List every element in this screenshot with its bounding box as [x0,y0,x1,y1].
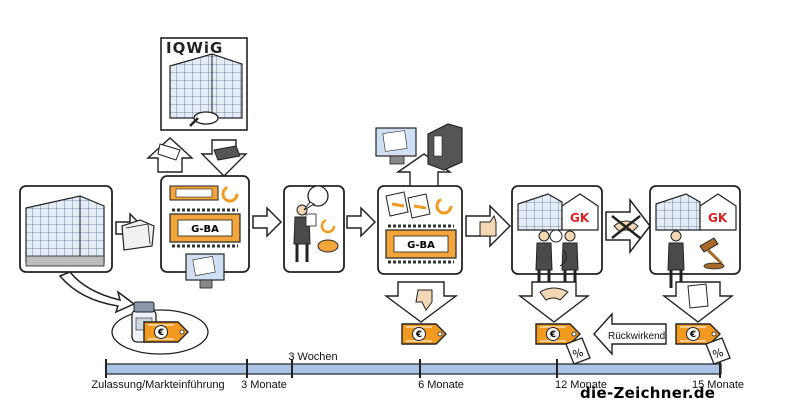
arrow-right-icon [346,207,376,237]
iqwig-exchange-arrows [146,137,248,177]
committee-panel-2: G-BA [377,185,463,275]
currency-symbols: € € € € [157,328,696,340]
curved-arrow [58,271,136,314]
svg-text:€: € [157,328,164,338]
timeline-start-label: Zulassung/Markteinführung [91,379,225,391]
timeline-6-months-label: 6 Monate [418,379,464,391]
document-arrow [661,281,735,323]
hearing-panel [283,185,345,273]
svg-text:€: € [689,330,696,340]
rejection-arrow [383,281,459,323]
committee-label: G-BA [191,224,219,235]
arbitration-panel [649,185,741,290]
timeline [105,359,722,378]
iqwig-logo: IQWiG [166,39,223,57]
committee-label: G-BA [407,240,435,251]
monitor-icon [375,127,417,165]
price-tag-icon [143,321,189,343]
failed-agreement-arrow [605,197,651,255]
binder-icon [427,123,463,171]
price-tag-icon [401,323,447,345]
handshake-arrow [517,281,591,323]
arrow-right-icon [252,207,282,237]
svg-text:€: € [415,330,422,340]
approval-arrow [465,204,512,248]
committee-panel-1: G-BA [160,175,250,289]
timeline-15-months-label: 15 Monate [692,379,744,391]
approval-panel [19,185,113,273]
retroactive-arrow [593,312,667,356]
brand-watermark: die-Zeichner.de [580,384,716,402]
negotiation-panel [511,185,603,290]
iqwig-panel [160,37,248,131]
retroactive-label: Rückwirkend [608,331,666,342]
timeline-12-months-label: 12 Monate [555,379,607,391]
timeline-3-weeks-label: 3 Wochen [288,351,338,363]
timeline-3-months-label: 3 Monate [241,379,287,391]
speech-bubble-icon [303,185,329,211]
folder-icon [121,219,155,251]
svg-text:€: € [549,330,556,340]
